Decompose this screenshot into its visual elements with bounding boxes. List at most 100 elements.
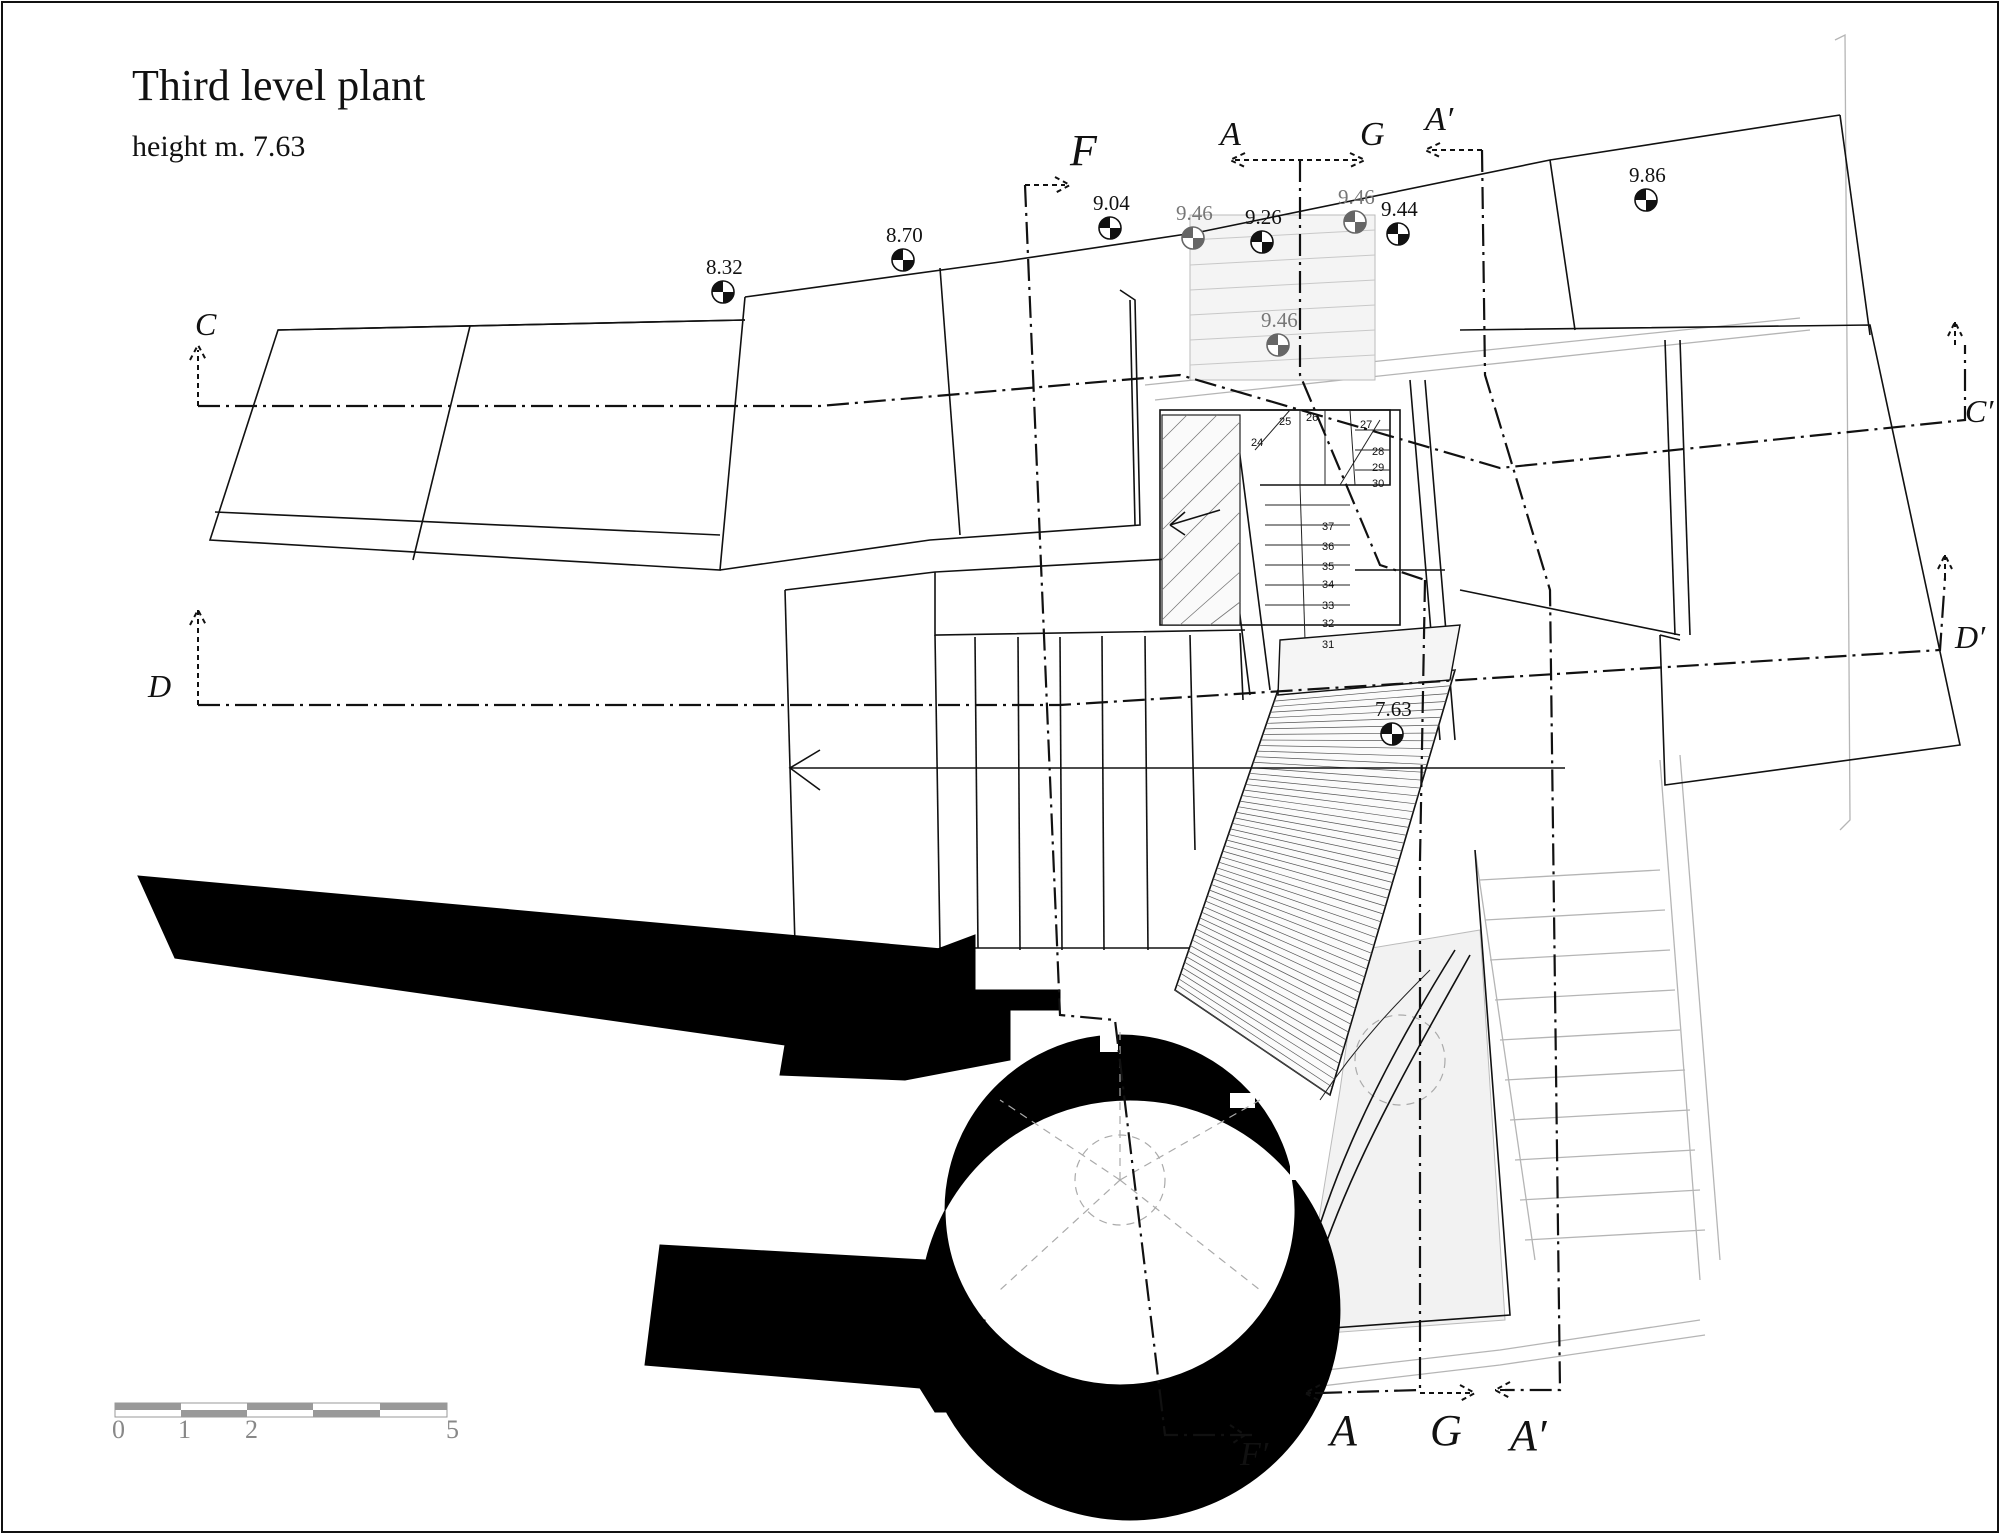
stair-number: 26 xyxy=(1306,412,1318,424)
ramp-hatch-line xyxy=(1207,895,1370,962)
ramp-hatch-line xyxy=(1235,811,1405,844)
section-mark-C-prime-right: C′ xyxy=(1965,393,1994,429)
ramp-hatch-line xyxy=(1199,917,1361,994)
ramp-hatch-line xyxy=(1214,873,1379,931)
ramp-hatch-line xyxy=(1245,784,1416,805)
plan-title: Third level plant xyxy=(132,61,425,110)
stair-number: 29 xyxy=(1372,462,1384,474)
ramp-hatch-line xyxy=(1195,928,1356,1009)
elevation-symbol-quadrant xyxy=(1387,223,1398,234)
stair-number: 34 xyxy=(1322,579,1334,591)
elevation-symbol-quadrant xyxy=(1251,231,1262,242)
stair-number: 36 xyxy=(1322,541,1334,553)
ramp-hatch-line xyxy=(1188,950,1347,1041)
ramp-hatch-line xyxy=(1274,685,1451,702)
stair-number: 37 xyxy=(1322,521,1334,533)
elevation-marker: 9.46 xyxy=(1261,308,1298,357)
elevation-value: 9.46 xyxy=(1261,308,1298,332)
section-mark-D-prime-right: D′ xyxy=(1954,619,1986,655)
ramp-hatch-line xyxy=(1268,709,1444,719)
section-mark-A-prime-top: A′ xyxy=(1423,101,1454,138)
elevation-symbol-quadrant xyxy=(903,260,914,271)
ramp-hatch-line xyxy=(1249,772,1421,789)
ramp-hatch-line xyxy=(1209,889,1372,954)
elevation-marker: 9.46 xyxy=(1338,185,1375,234)
ramp-hatch-line xyxy=(1222,850,1388,899)
elevation-marker: 9.04 xyxy=(1093,191,1130,240)
section-mark-G-top: G xyxy=(1360,116,1385,153)
elevation-symbol-quadrant xyxy=(892,249,903,260)
elevation-value: 9.04 xyxy=(1093,191,1130,215)
section-mark-A-top: A xyxy=(1218,116,1241,153)
ramp-hatch-line xyxy=(1232,822,1400,860)
ramp-hatch-line xyxy=(1241,795,1412,820)
elevation-symbol-quadrant xyxy=(1646,200,1657,211)
background-outlines xyxy=(1144,33,1851,1396)
stair-number: 28 xyxy=(1372,446,1384,458)
elevation-symbol-quadrant xyxy=(1193,238,1204,249)
scale-bar: 0 1 2 5 xyxy=(112,1402,459,1444)
ramp-hatch-line xyxy=(1176,984,1333,1088)
elevation-value: 8.32 xyxy=(706,255,743,279)
section-mark-A-prime-bottom: A′ xyxy=(1507,1411,1548,1460)
elevation-value: 9.44 xyxy=(1381,197,1418,221)
elevation-marker: 9.44 xyxy=(1381,197,1418,246)
ramp-hatch-line xyxy=(1255,756,1428,765)
plan-subtitle: height m. 7.63 xyxy=(132,130,305,163)
elevation-symbol-quadrant xyxy=(1099,217,1110,228)
scale-label-2: 2 xyxy=(245,1415,258,1444)
ramp-hatch-line xyxy=(1270,701,1446,713)
elevation-value: 8.70 xyxy=(886,223,923,247)
elevation-marker: 7.63 xyxy=(1375,697,1412,746)
ramp-hatch-line xyxy=(1174,989,1331,1096)
ramp-hatch-line xyxy=(1239,800,1409,828)
ramp-hatch-line xyxy=(1266,716,1442,724)
tower-interior xyxy=(999,1030,1261,1291)
ramp-hatch-line xyxy=(1230,828,1398,868)
elevation-value: 9.46 xyxy=(1338,185,1375,209)
ramp-hatch-line xyxy=(1186,956,1345,1049)
section-mark-D-left: D xyxy=(147,668,171,704)
elevation-symbol-quadrant xyxy=(1398,234,1409,245)
elevation-symbol-quadrant xyxy=(1381,723,1392,734)
stair-step-numbers: 24 25 26 27 28 29 30 37 36 35 34 33 32 3… xyxy=(1251,412,1384,651)
ramp-hatch-line xyxy=(1272,693,1449,708)
ramp-hatch-line xyxy=(1243,789,1414,813)
scale-label-1: 1 xyxy=(178,1415,191,1444)
ramp-hatch-line xyxy=(1182,967,1340,1064)
elevation-value: 7.63 xyxy=(1375,697,1412,721)
ramp-hatch-line xyxy=(1262,732,1437,735)
elevation-symbol-quadrant xyxy=(1267,334,1278,345)
section-mark-G-bottom: G xyxy=(1430,1406,1462,1455)
scale-label-5: 5 xyxy=(446,1415,459,1444)
elevation-marker: 8.32 xyxy=(706,255,743,304)
section-lines xyxy=(189,142,1967,1446)
elevation-value: 9.46 xyxy=(1176,201,1213,225)
stair-number: 27 xyxy=(1360,419,1372,431)
ramp-hatch-line xyxy=(1180,973,1338,1072)
ramp-hatch-line xyxy=(1190,945,1349,1033)
ramp-hatch-line xyxy=(1205,900,1368,970)
ramp-hatch-line xyxy=(1201,911,1363,986)
elevation-value: 9.86 xyxy=(1629,163,1666,187)
ramp-hatch-line xyxy=(1224,845,1391,891)
ramp-hatch-line xyxy=(1247,778,1418,797)
scale-label-0: 0 xyxy=(112,1415,125,1444)
stair-number: 30 xyxy=(1372,478,1384,490)
elevation-symbol-quadrant xyxy=(712,281,723,292)
stair-number: 32 xyxy=(1322,618,1334,630)
ramp-hatch-line xyxy=(1197,923,1358,1001)
elevation-marker: 9.46 xyxy=(1176,201,1213,250)
elevation-symbol-quadrant xyxy=(1635,189,1646,200)
ramp-hatch-line xyxy=(1260,739,1435,742)
stair-number: 33 xyxy=(1322,600,1334,612)
elevation-symbol-quadrant xyxy=(1182,227,1193,238)
ramp-hatch-line xyxy=(1251,767,1423,781)
ramp-hatch-line xyxy=(1193,934,1354,1017)
ramp-hatch-line xyxy=(1192,939,1351,1025)
elevation-marker: 9.86 xyxy=(1629,163,1666,212)
elevation-marker: 8.70 xyxy=(886,223,923,272)
